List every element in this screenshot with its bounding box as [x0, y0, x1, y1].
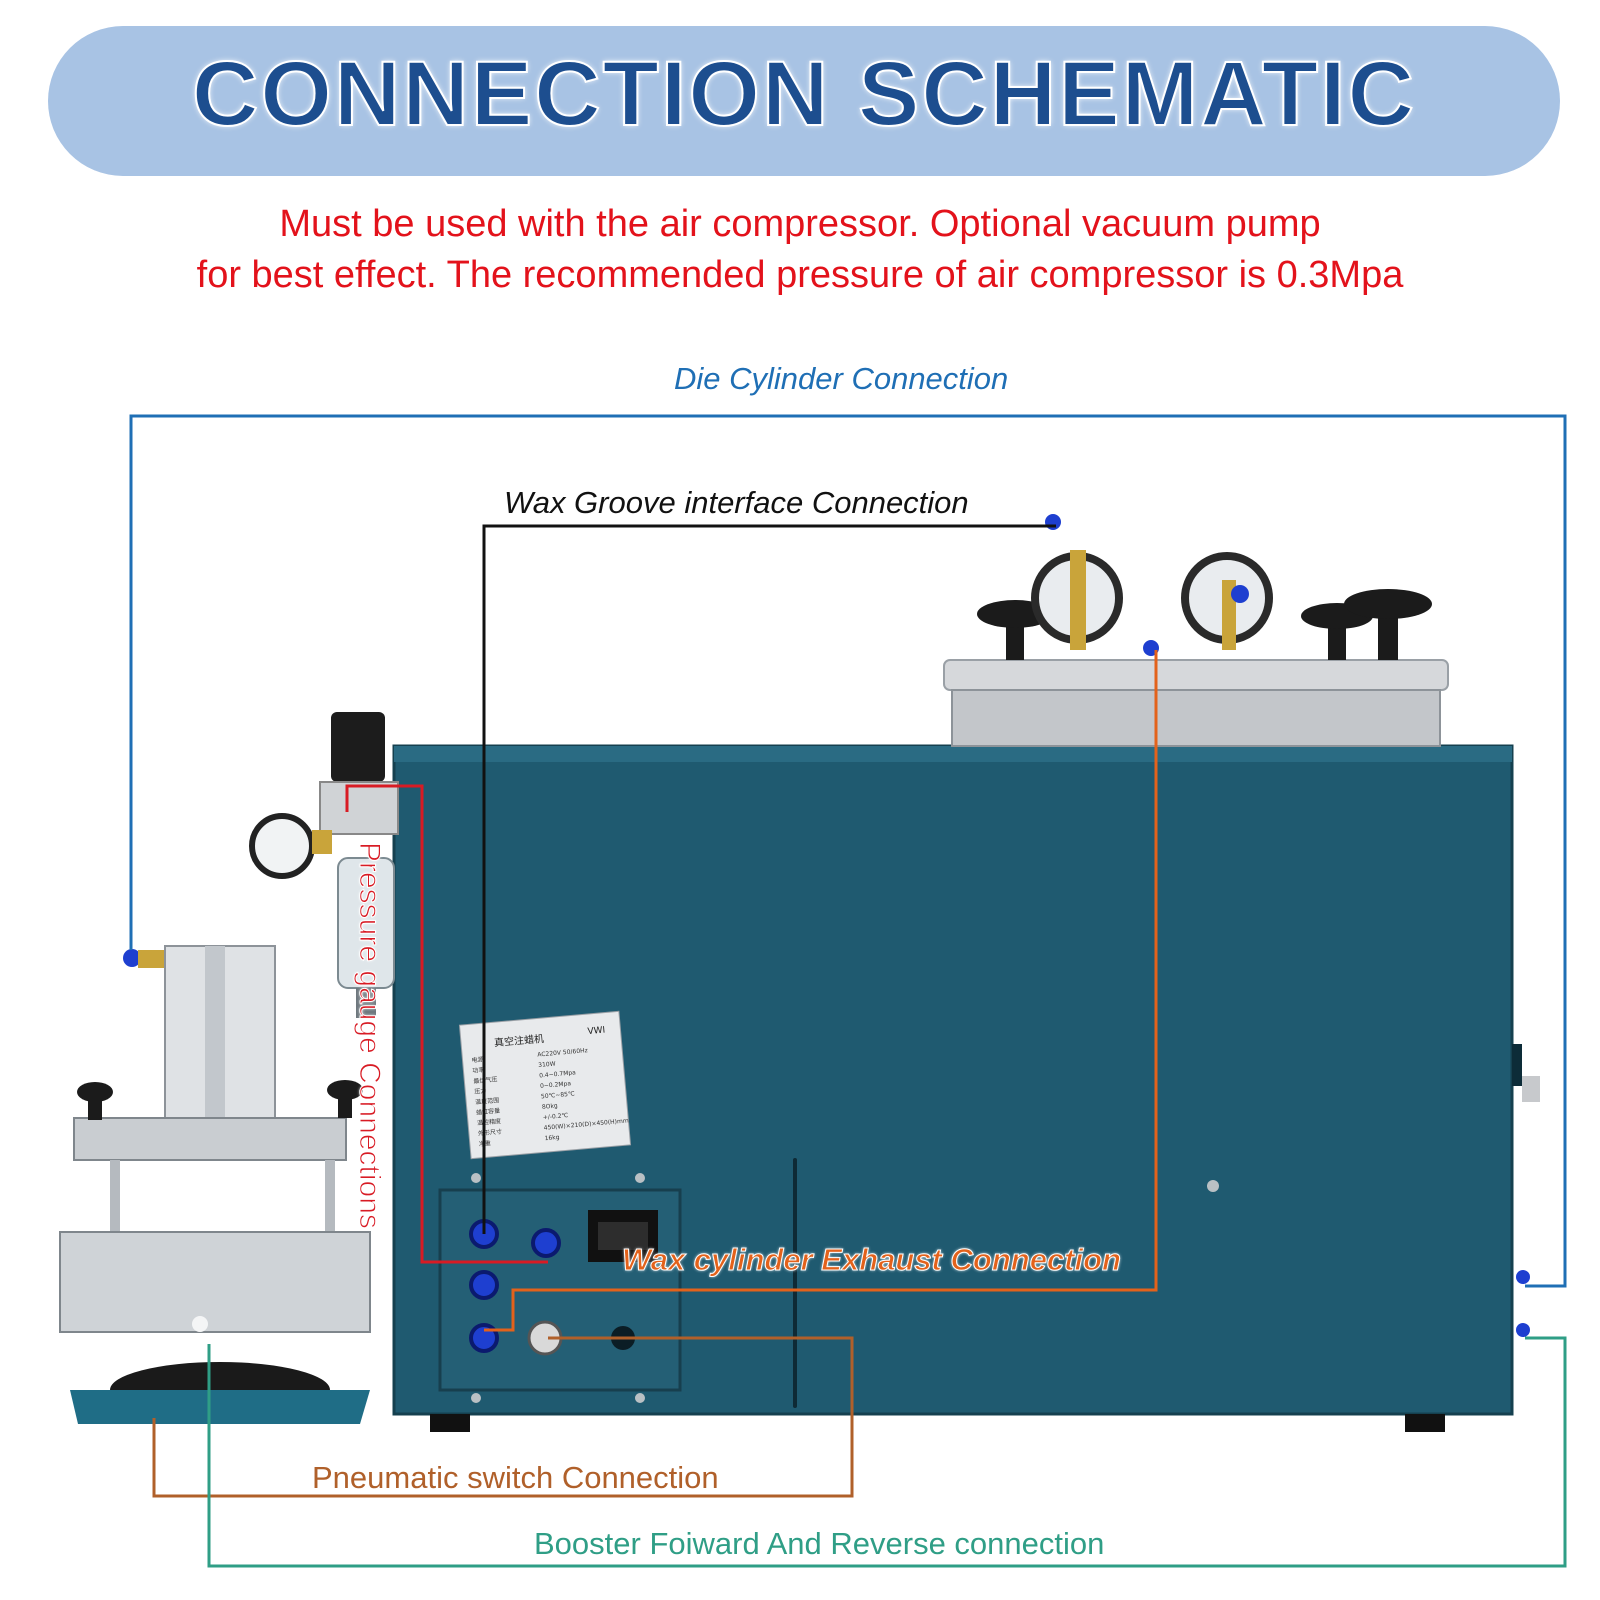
panel-screw [635, 1173, 645, 1183]
tank-lid-top [943, 659, 1449, 691]
nameplate-row-value: 310W [538, 1061, 556, 1069]
nameplate-row-value: 50℃~85℃ [541, 1090, 576, 1100]
panel-screw [635, 1393, 645, 1403]
nameplate-row-value: 0.4~0.7Mpa [539, 1069, 577, 1079]
nameplate-row-value: +/-0.2℃ [543, 1112, 569, 1121]
booster-tube [207, 1336, 1567, 1568]
regulator-body [319, 781, 399, 835]
booster-label: Booster Foiward And Reverse connection [534, 1526, 1105, 1561]
nameplate-row-label: 功率 [472, 1066, 485, 1075]
press-top-plate [73, 1117, 347, 1161]
pneumatic-switch-tube [152, 1336, 854, 1498]
title-banner [48, 26, 1560, 176]
nameplate-row-label: 蜡缸容量 [476, 1107, 501, 1117]
nameplate-row-value: 0~0.2Mpa [540, 1080, 572, 1090]
nameplate-row-value: 8Okg [542, 1102, 559, 1110]
nameplate-title: 真空注蜡机 [494, 1032, 545, 1049]
machine-foot-right [1405, 1414, 1445, 1432]
wax-groove-fitting [1045, 514, 1061, 530]
vent-slots [793, 1158, 797, 1408]
side-valve-tip [1522, 1076, 1540, 1102]
nameplate-row-value: AC220V 50/60Hz [537, 1047, 588, 1058]
brass-valve-left [1070, 550, 1086, 650]
panel-screw [471, 1393, 481, 1403]
nameplate-row-label: 压力 [474, 1087, 487, 1096]
regulator-knob [331, 712, 385, 782]
side-fitting-die [1516, 1270, 1530, 1284]
fitting-exhaust [469, 1270, 499, 1300]
die-cylinder-label: Die Cylinder Connection [674, 361, 1009, 396]
regulator-gauge [249, 813, 315, 879]
nameplate-row-label: 电源 [471, 1055, 484, 1064]
filter-drain [356, 988, 376, 1018]
nameplate-row-value: 16kg [544, 1134, 560, 1142]
panel-screw [471, 1173, 481, 1183]
wax-exhaust-label: Wax cylinder Exhaust Connection [622, 1242, 1122, 1278]
machine-foot-left [430, 1414, 470, 1432]
nameplate-row-label: 温度范围 [475, 1096, 500, 1106]
usage-note-line2: for best effect. The recommended pressur… [196, 254, 1404, 296]
tank-lid-body [951, 689, 1441, 747]
side-fitting-booster [1516, 1323, 1530, 1337]
body-screw [1207, 1180, 1219, 1192]
usage-note-line1: Must be used with the air compressor. Op… [279, 203, 1321, 245]
die-clamp-press [59, 945, 371, 1424]
pneumatic-switch-label: Pneumatic switch Connection [312, 1460, 719, 1495]
wax-groove-tube [482, 524, 1056, 1234]
die-cylinder-tube [129, 414, 1567, 1288]
pressure-gauge-label: Pressure gauge Connections [353, 842, 387, 1230]
press-top-fitting [123, 949, 141, 967]
regulator-fitting [312, 830, 332, 854]
press-base [70, 1390, 370, 1424]
nameplate-row-label: 外形尺寸 [478, 1127, 503, 1137]
machine-body-top-edge [394, 746, 1512, 762]
wax-exhaust-tube [484, 650, 1158, 1332]
air-filter-regulator [249, 712, 399, 1018]
wax-groove-label: Wax Groove interface Connection [504, 485, 969, 520]
side-valve [1512, 1044, 1522, 1086]
power-socket-inner [598, 1222, 648, 1250]
nameplate-model: VWI [587, 1026, 606, 1038]
nameplate-row-label: 温控精度 [477, 1117, 502, 1127]
push-fitting-right [1231, 585, 1249, 603]
press-bottom-tray [59, 1231, 371, 1333]
lid-knobs [977, 589, 1432, 660]
page-title: CONNECTION SCHEMATIC [191, 42, 1417, 146]
fitting-pressure [531, 1228, 561, 1258]
pressure-gauge-tube [345, 784, 548, 1264]
